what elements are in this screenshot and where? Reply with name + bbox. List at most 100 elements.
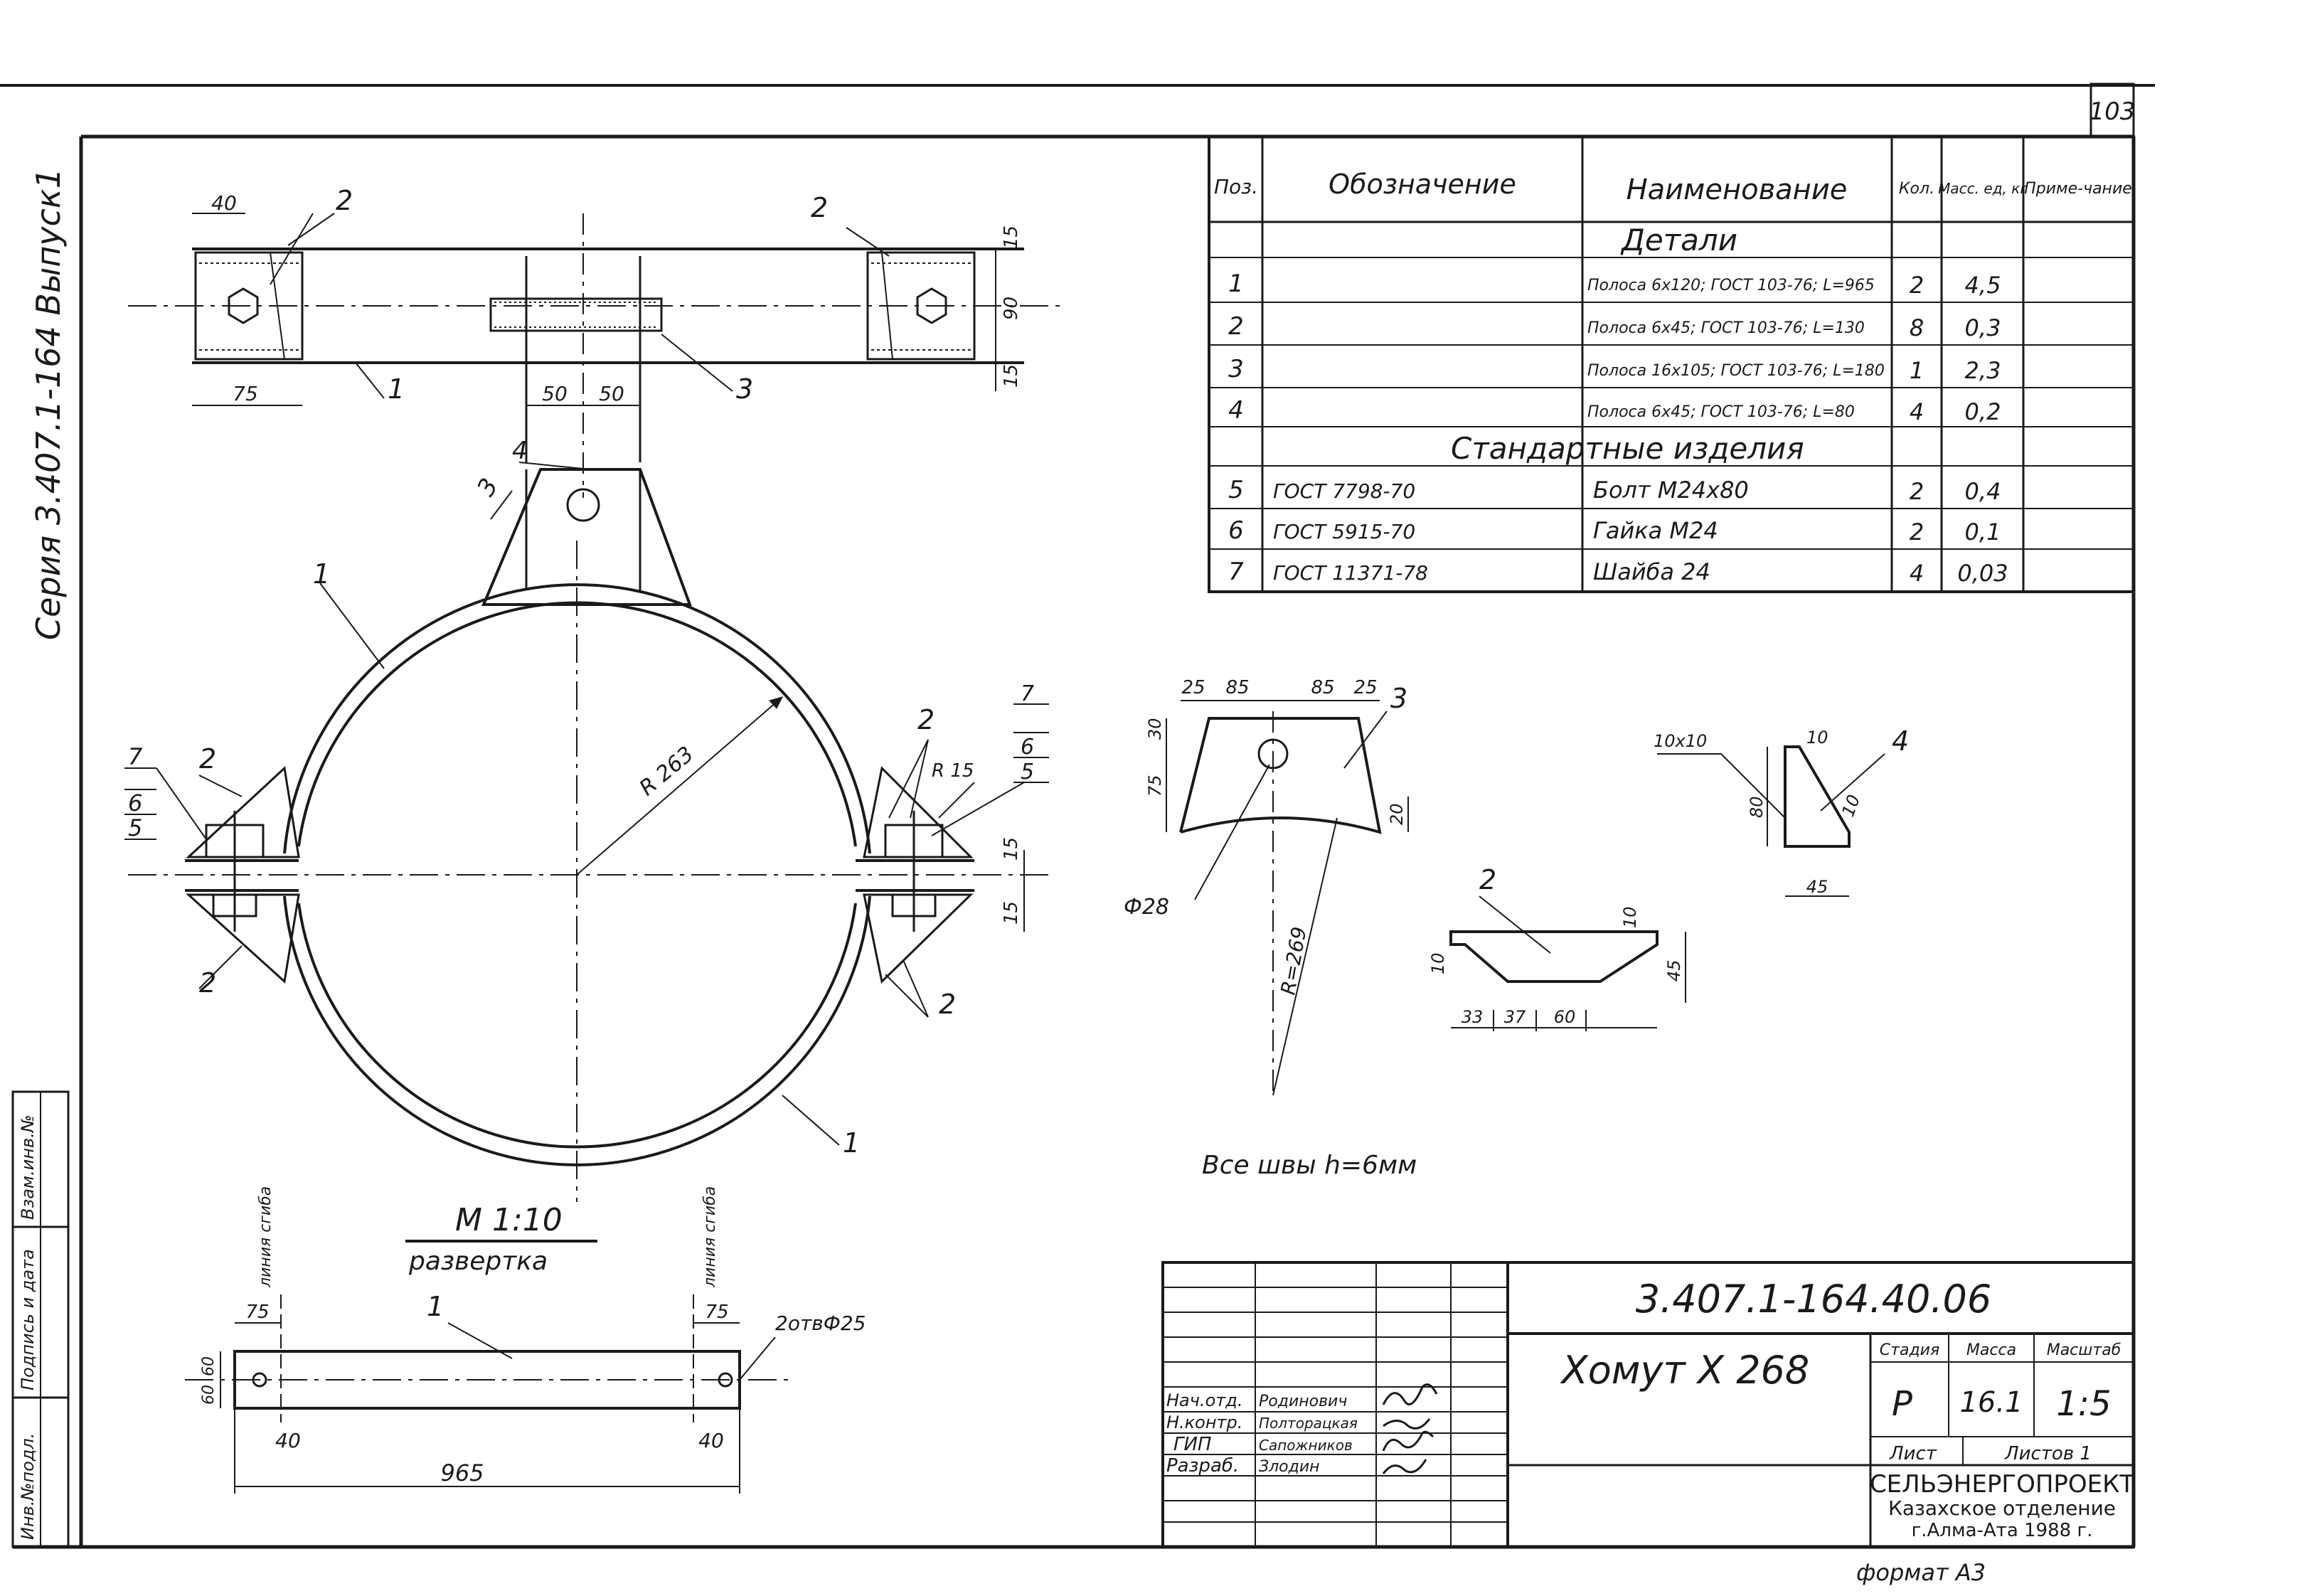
svg-text:6: 6 [1021, 735, 1034, 760]
part2-labels: 10 10 45 33 37 60 2 [1428, 864, 1684, 1027]
svg-text:2: 2 [1910, 478, 1924, 505]
svg-text:Сапожников: Сапожников [1259, 1437, 1353, 1454]
svg-text:10x10: 10x10 [1654, 731, 1707, 751]
col-header-pos: Поз. [1214, 175, 1258, 198]
svg-text:2: 2 [199, 967, 216, 999]
svg-text:4: 4 [1910, 398, 1924, 425]
svg-text:3: 3 [472, 474, 504, 501]
unfold-label: развертка [408, 1247, 548, 1276]
svg-text:15: 15 [1001, 837, 1022, 861]
part3-detail [1166, 700, 1409, 1096]
svg-text:3: 3 [1390, 683, 1407, 714]
svg-text:75: 75 [233, 382, 258, 405]
svg-text:50: 50 [542, 382, 568, 405]
svg-text:6: 6 [128, 789, 142, 816]
label-1-a: 1 [388, 373, 405, 405]
org-line2: Казахское отделение [1888, 1496, 2116, 1520]
svg-text:75: 75 [705, 1302, 728, 1323]
col-header-code: Обозначение [1329, 169, 1516, 200]
svg-text:2: 2 [1479, 864, 1496, 895]
svg-text:8: 8 [1910, 314, 1924, 341]
spec-table [1208, 135, 2135, 593]
part3-hole: Ф28 [1124, 895, 1169, 920]
svg-text:Листов 1: Листов 1 [2004, 1443, 2092, 1464]
svg-text:7: 7 [128, 743, 143, 770]
svg-text:4,5: 4,5 [1965, 272, 2001, 299]
svg-text:Злодин: Злодин [1259, 1458, 1320, 1476]
svg-text:Родинович: Родинович [1259, 1393, 1347, 1410]
svg-text:2: 2 [917, 704, 935, 735]
svg-text:7: 7 [1021, 681, 1034, 706]
svg-text:75: 75 [245, 1302, 269, 1323]
svg-text:4: 4 [512, 437, 528, 465]
svg-text:75: 75 [1145, 775, 1165, 797]
svg-text:0,4: 0,4 [1965, 478, 2001, 505]
clamp-view [124, 462, 1053, 1202]
svg-text:1: 1 [313, 558, 330, 590]
svg-text:Полоса 16x105; ГОСТ 103-76; L=: Полоса 16x105; ГОСТ 103-76; L=180 [1587, 362, 1885, 380]
svg-text:Болт М24x80: Болт М24x80 [1593, 477, 1749, 504]
svg-text:2: 2 [199, 743, 216, 775]
svg-text:10: 10 [1838, 792, 1864, 819]
bend-line-left: линия сгиба [257, 1186, 275, 1288]
label-2-a: 2 [336, 185, 353, 216]
svg-text:0,3: 0,3 [1965, 314, 2001, 341]
top-view-dims: 40 75 50 50 15 90 15 2 2 1 3 [211, 185, 1022, 405]
svg-text:2: 2 [1228, 312, 1244, 341]
svg-text:45: 45 [1664, 959, 1684, 981]
svg-text:37: 37 [1504, 1007, 1526, 1027]
svg-text:Шайба 24: Шайба 24 [1593, 558, 1710, 585]
bend-line-right: линия сгиба [701, 1186, 719, 1288]
svg-text:6: 6 [1228, 516, 1244, 545]
top-view [128, 213, 1067, 498]
signatures [1382, 1383, 1438, 1474]
part4-detail [1657, 745, 1885, 897]
svg-text:ГОСТ 5915-70: ГОСТ 5915-70 [1273, 520, 1415, 543]
svg-text:25: 25 [1353, 677, 1377, 698]
svg-text:2: 2 [1910, 518, 1924, 546]
svg-text:85: 85 [1311, 677, 1334, 698]
clamp-view-labels: R 263 R 15 15 15 1 1 4 3 2 2 2 2 7 6 5 7… [128, 437, 1034, 1159]
svg-text:0,03: 0,03 [1957, 560, 2008, 587]
svg-text:5: 5 [1228, 476, 1244, 504]
svg-text:15: 15 [1001, 901, 1022, 925]
svg-text:1: 1 [843, 1127, 860, 1159]
svg-text:2: 2 [1910, 272, 1924, 299]
page-number: 103 [2089, 97, 2136, 126]
scale-label: М 1:10 [455, 1202, 563, 1238]
svg-text:4: 4 [1892, 725, 1909, 757]
svg-text:5: 5 [1021, 760, 1034, 784]
svg-text:2,3: 2,3 [1965, 357, 2001, 384]
unfold-labels: М 1:10 развертка линия сгиба линия сгиба… [200, 1186, 866, 1486]
svg-text:ГИП: ГИП [1173, 1434, 1212, 1455]
doc-title: Хомут Х 268 [1560, 1348, 1810, 1393]
welds-note: Все швы h=6мм [1202, 1151, 1417, 1180]
svg-text:4: 4 [1228, 396, 1244, 425]
svg-text:40: 40 [211, 191, 237, 215]
svg-text:1: 1 [427, 1291, 444, 1322]
radius-main: R 263 [635, 742, 699, 801]
svg-text:40: 40 [698, 1429, 724, 1452]
svg-text:5: 5 [128, 814, 142, 841]
svg-text:30: 30 [1145, 718, 1165, 740]
svg-text:60: 60 [200, 1385, 218, 1405]
col-header-note: Приме-чание [2024, 180, 2132, 198]
svg-text:Н.контр.: Н.контр. [1166, 1413, 1242, 1432]
svg-text:0,2: 0,2 [1965, 398, 2001, 425]
svg-text:ГОСТ 11371-78: ГОСТ 11371-78 [1273, 561, 1428, 585]
part3-labels: 25 85 85 25 30 75 20 Ф28 R=269 3 [1124, 677, 1407, 996]
svg-text:Масштаб: Масштаб [2047, 1341, 2121, 1359]
svg-text:16.1: 16.1 [1959, 1386, 2023, 1419]
svg-text:1: 1 [1910, 357, 1924, 384]
svg-text:7: 7 [1228, 558, 1244, 586]
svg-text:33: 33 [1462, 1007, 1484, 1027]
svg-text:15: 15 [1001, 225, 1022, 249]
spec-table-text: Поз. Обозначение Наименование Кол. Масс.… [1214, 169, 2132, 587]
svg-text:45: 45 [1806, 877, 1828, 897]
series-label: Серия 3.407.1-164 Выпуск1 [29, 168, 68, 640]
svg-text:25: 25 [1181, 677, 1205, 698]
org-line1: СЕЛЬЭНЕРГОПРОЕКТ [1870, 1470, 2134, 1499]
svg-text:1: 1 [1228, 270, 1244, 298]
section-standard: Стандартные изделия [1451, 431, 1804, 466]
